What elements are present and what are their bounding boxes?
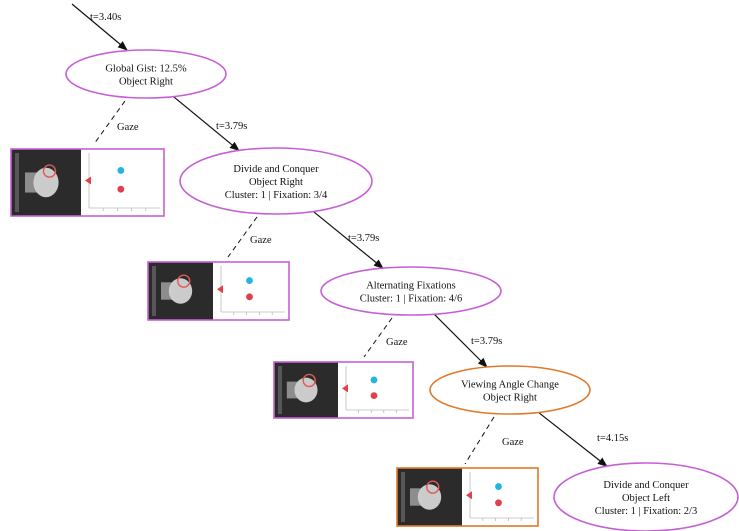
gaze-link-4 — [464, 416, 495, 465]
node-ellipse — [320, 266, 502, 316]
node-text-line: Cluster: 1 | Fixation: 2/3 — [595, 506, 697, 517]
node-ellipse — [429, 365, 591, 415]
fixation-plot — [338, 362, 413, 418]
cyan-fixation-dot — [370, 376, 378, 384]
node-text-line: Cluster: 1 | Fixation: 4/6 — [360, 294, 462, 305]
node-text-line: Global Gist: 12.5% — [105, 64, 187, 75]
gaze-marker-icon — [302, 373, 316, 388]
gaze-label-4: Gaze — [502, 437, 524, 448]
thumbnail-frame — [10, 148, 165, 217]
heading-marker-icon — [217, 285, 223, 294]
transition-edge-1 — [173, 96, 240, 152]
node-text-line: Object Right — [483, 393, 537, 404]
gaze-label-2: Gaze — [250, 235, 272, 246]
gaze-thumbnail-1 — [10, 148, 165, 217]
thumbnail-frame — [273, 361, 414, 419]
transition-edge-2 — [312, 210, 384, 269]
gaze-thumbnail-2 — [147, 261, 290, 321]
transition-label-2: t=3.79s — [348, 233, 379, 244]
cyan-fixation-dot — [246, 277, 253, 284]
incoming-edge — [71, 3, 128, 51]
gaze-marker-icon — [42, 164, 57, 178]
thumbnail-frame — [147, 261, 290, 321]
gaze-thumbnail-3 — [273, 361, 414, 419]
node-text-line: Alternating Fixations — [366, 281, 456, 292]
red-fixation-dot — [246, 293, 253, 301]
heading-marker-icon — [342, 384, 348, 393]
node-text-line: Cluster: 1 | Fixation: 3/4 — [225, 190, 328, 201]
fixation-plot — [462, 468, 538, 526]
fixation-plot — [213, 262, 289, 320]
gaze-thumbnail-4 — [396, 467, 539, 527]
cyan-fixation-dot — [117, 167, 125, 174]
cyan-fixation-dot — [495, 483, 502, 490]
node-ellipse — [179, 147, 373, 215]
node-text-line: Divide and Conquer — [233, 164, 319, 175]
node-text-line: Viewing Angle Change — [461, 380, 559, 391]
heading-marker-icon — [466, 491, 472, 500]
node-text-line: Object Right — [249, 177, 303, 188]
transition-label-1: t=3.79s — [216, 121, 247, 132]
transition-edge-3 — [433, 313, 488, 368]
transition-label-3: t=3.79s — [471, 336, 502, 347]
red-fixation-dot — [495, 499, 502, 507]
node-text-line: Divide and Conquer — [603, 480, 689, 491]
node-text-line: Object Left — [622, 493, 670, 504]
transition-edge-4 — [538, 411, 608, 467]
gaze-label-1: Gaze — [117, 122, 139, 133]
heading-marker-icon — [85, 176, 91, 185]
node-ellipse — [553, 462, 739, 531]
transition-label-4: t=4.15s — [597, 433, 628, 444]
node-ellipse — [65, 49, 227, 99]
state-node-1: Global Gist: 12.5% Object Right — [65, 49, 227, 99]
red-fixation-dot — [370, 392, 378, 399]
incoming-edge-label: t=3.40s — [90, 12, 121, 23]
gaze-marker-icon — [426, 480, 440, 494]
red-fixation-dot — [117, 185, 125, 193]
gaze-label-3: Gaze — [386, 337, 408, 348]
thumbnail-frame — [396, 467, 539, 527]
fixation-plot — [81, 149, 164, 216]
gaze-marker-icon — [177, 274, 191, 288]
node-text-line: Object Right — [119, 77, 173, 88]
gaze-link-3 — [363, 317, 393, 358]
